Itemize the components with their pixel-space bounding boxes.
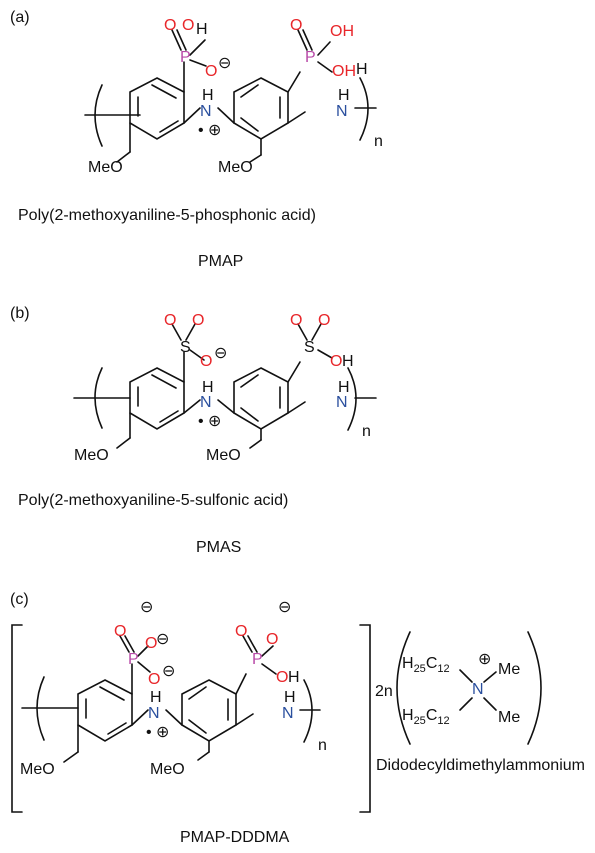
panel-a-abbr: PMAP <box>198 253 243 270</box>
svg-text:H25C12: H25C12 <box>402 707 450 727</box>
svg-text:MeO: MeO <box>218 159 253 176</box>
svg-text:O: O <box>235 623 247 640</box>
svg-text:H25C12: H25C12 <box>402 655 450 675</box>
svg-text:⊖: ⊖ <box>156 631 169 648</box>
plus-charge: ⊕ <box>208 122 221 139</box>
svg-text:O: O <box>276 669 288 686</box>
svg-text:O: O <box>145 635 157 652</box>
svg-text:H: H <box>338 379 350 396</box>
svg-text:n: n <box>362 423 371 440</box>
panel-c-abbr: PMAP-DDDMA <box>180 829 290 846</box>
svg-text:O: O <box>290 312 302 329</box>
svg-text:N: N <box>282 705 294 722</box>
svg-text:H: H <box>356 61 368 78</box>
panel-c-counterion-name: Didodecyldimethylammonium <box>376 757 585 774</box>
svg-text:⊖: ⊖ <box>162 663 175 680</box>
svg-text:P: P <box>252 651 263 668</box>
svg-text:MeO: MeO <box>88 159 123 176</box>
svg-text:S: S <box>180 339 191 356</box>
svg-text:O: O <box>330 353 342 370</box>
svg-text:Me: Me <box>498 709 520 726</box>
panel-b: (b) <box>10 305 377 556</box>
svg-text:n: n <box>318 737 327 754</box>
svg-text:O: O <box>192 312 204 329</box>
svg-text:MeO: MeO <box>20 761 55 778</box>
svg-text:⊕: ⊕ <box>156 724 169 741</box>
panel-c-bonds <box>21 635 321 763</box>
svg-text:O: O <box>205 63 217 80</box>
svg-text:O: O <box>290 17 302 34</box>
svg-text:⊖: ⊖ <box>214 345 227 362</box>
svg-text:⊖: ⊖ <box>140 599 153 616</box>
svg-text:S: S <box>304 339 315 356</box>
svg-text:N: N <box>336 394 348 411</box>
svg-text:H: H <box>284 689 296 706</box>
svg-text:O: O <box>182 17 194 34</box>
svg-text:H: H <box>342 353 354 370</box>
svg-text:H: H <box>288 669 300 686</box>
svg-text:H: H <box>202 87 214 104</box>
svg-text:O: O <box>318 312 330 329</box>
panel-a-label: (a) <box>10 9 30 26</box>
svg-text:O: O <box>148 671 160 688</box>
panel-b-name: Poly(2-methoxyaniline-5-sulfonic acid) <box>18 492 288 509</box>
svg-text:MeO: MeO <box>206 447 241 464</box>
svg-text:O: O <box>266 631 278 648</box>
panel-a-name: Poly(2-methoxyaniline-5-phosphonic acid) <box>18 207 316 224</box>
panel-a-bonds <box>84 29 377 163</box>
repeat-n: n <box>374 133 383 150</box>
svg-text:H: H <box>202 379 214 396</box>
panel-b-bonds <box>73 323 377 449</box>
svg-text:Me: Me <box>498 661 520 678</box>
svg-text:N: N <box>148 705 160 722</box>
svg-text:P: P <box>128 651 139 668</box>
svg-text:⊕: ⊕ <box>478 651 491 668</box>
svg-text:P: P <box>180 49 191 66</box>
stoichiometry-2n: 2n <box>375 683 393 700</box>
svg-text:H: H <box>338 87 350 104</box>
svg-text:O: O <box>164 17 176 34</box>
svg-text:N: N <box>200 103 212 120</box>
svg-text:N: N <box>336 103 348 120</box>
svg-text:MeO: MeO <box>74 447 109 464</box>
right-square-bracket <box>359 624 371 813</box>
svg-text:N: N <box>200 394 212 411</box>
svg-text:⊖: ⊖ <box>278 599 291 616</box>
svg-text:H: H <box>150 689 162 706</box>
svg-text:H: H <box>196 21 208 38</box>
svg-text:O: O <box>114 623 126 640</box>
svg-text:•: • <box>198 413 204 430</box>
panel-b-abbr: PMAS <box>196 539 241 556</box>
svg-text:MeO: MeO <box>150 761 185 778</box>
svg-text:OH: OH <box>330 23 354 40</box>
left-square-bracket <box>11 624 23 813</box>
svg-text:•: • <box>146 724 152 741</box>
panel-a: (a) <box>10 9 383 270</box>
panel-c-label: (c) <box>10 591 29 608</box>
svg-text:O: O <box>164 312 176 329</box>
right-paren <box>359 77 369 141</box>
svg-text:O: O <box>200 353 212 370</box>
panel-c: (c) <box>10 591 585 846</box>
panel-b-label: (b) <box>10 305 30 322</box>
minus-charge: ⊖ <box>218 55 231 72</box>
svg-text:P: P <box>305 49 316 66</box>
svg-text:N: N <box>472 681 484 698</box>
svg-text:⊕: ⊕ <box>208 413 221 430</box>
svg-text:OH: OH <box>332 63 356 80</box>
radical-dot: • <box>198 122 204 139</box>
